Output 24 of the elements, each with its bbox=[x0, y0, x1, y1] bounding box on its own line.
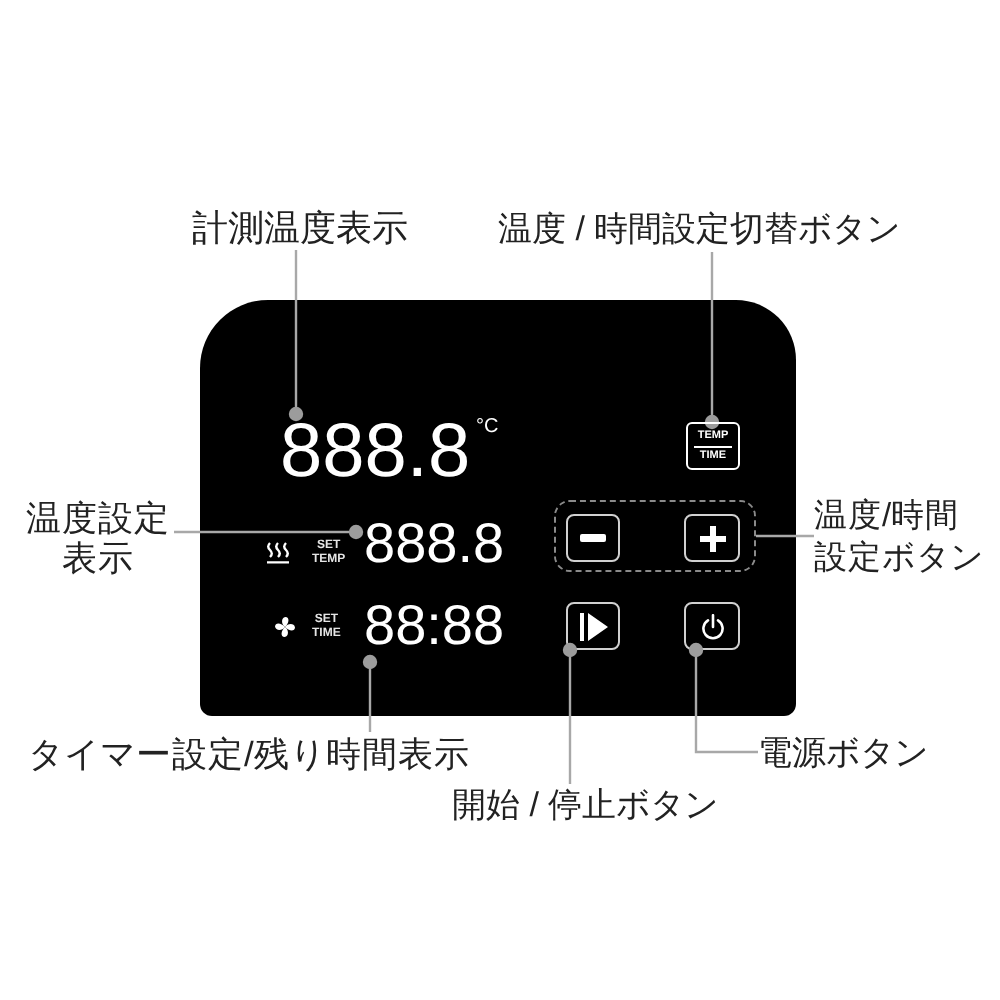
timer-readout: 88:88 bbox=[356, 598, 505, 662]
play-button bbox=[566, 602, 620, 650]
callout-label: 開始 / 停止ボタン bbox=[452, 784, 719, 828]
plus-button bbox=[684, 514, 740, 562]
callout-label: 電源ボタン bbox=[758, 732, 928, 776]
leader-line bbox=[756, 534, 814, 538]
leader-line bbox=[562, 642, 578, 784]
leader-line bbox=[174, 524, 364, 540]
leader-line bbox=[362, 654, 378, 732]
callout-label: 温度/時間設定ボタン bbox=[814, 496, 986, 580]
leader-line bbox=[288, 250, 304, 422]
callout-label: 温度 / 時間設定切替ボタン bbox=[498, 208, 901, 252]
leader-line bbox=[688, 642, 758, 754]
power-button bbox=[684, 602, 740, 650]
callout-label: タイマー設定/残り時間表示 bbox=[28, 732, 470, 776]
set-temperature-readout: 888.8 bbox=[356, 516, 505, 572]
minus-button bbox=[566, 514, 620, 562]
callout-label: 計測温度表示 bbox=[192, 206, 408, 250]
callout-label: 温度設定表示 bbox=[22, 498, 174, 578]
leader-line bbox=[704, 252, 720, 430]
temperature-readout: 888.8 bbox=[276, 414, 471, 490]
display-panel bbox=[200, 300, 796, 716]
button-group-outline bbox=[554, 500, 756, 572]
unit-label: °C bbox=[476, 418, 499, 438]
